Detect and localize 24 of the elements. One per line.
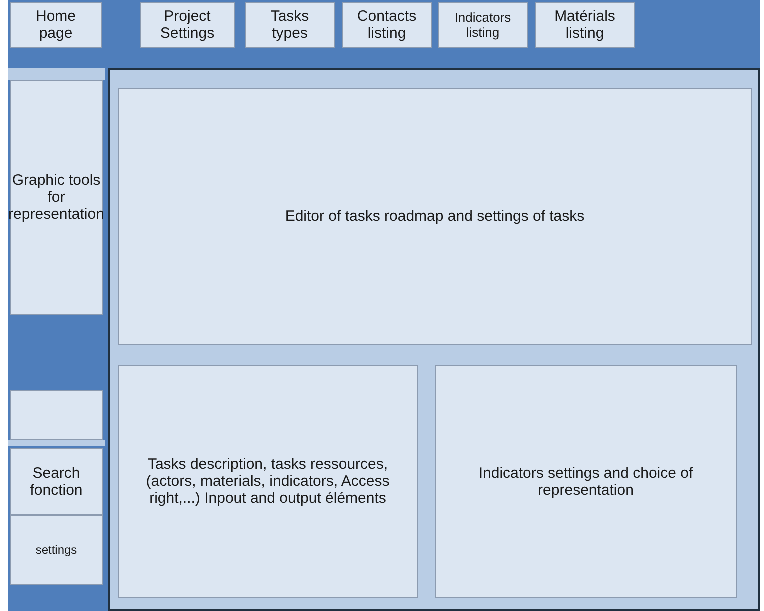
menu-tab xyxy=(140,2,235,48)
menu-tab xyxy=(535,2,635,48)
side-panel xyxy=(10,515,103,585)
panel-label: Matérials listing xyxy=(554,8,616,42)
panel-label: Indicators listing xyxy=(454,10,512,40)
empty-panel xyxy=(10,390,103,440)
panel-label: Tasks types xyxy=(270,8,310,42)
menu-tab xyxy=(342,2,432,48)
panel-label: Indicators settings and choice of representation xyxy=(478,464,694,498)
panel-label: Contacts listing xyxy=(356,8,418,42)
menu-tab xyxy=(245,2,335,48)
menu-tab xyxy=(438,2,528,48)
panel-label: Tasks description, tasks ressources, (actors, materials, indicators, Access right,...) Inpout and output éléments xyxy=(145,456,391,507)
menu-tab xyxy=(10,2,102,48)
content-panel xyxy=(435,365,737,598)
content-panel xyxy=(118,365,418,598)
panel-label: Project Settings xyxy=(159,8,216,42)
panel-label: settings xyxy=(36,543,78,557)
side-panel xyxy=(10,80,103,315)
panel-label: Home page xyxy=(34,8,77,42)
panel-label: Search fonction xyxy=(29,464,84,498)
content-panel xyxy=(118,88,752,345)
panel-label: Editor of tasks roadmap and settings of tasks xyxy=(285,208,585,225)
side-panel xyxy=(10,448,103,515)
